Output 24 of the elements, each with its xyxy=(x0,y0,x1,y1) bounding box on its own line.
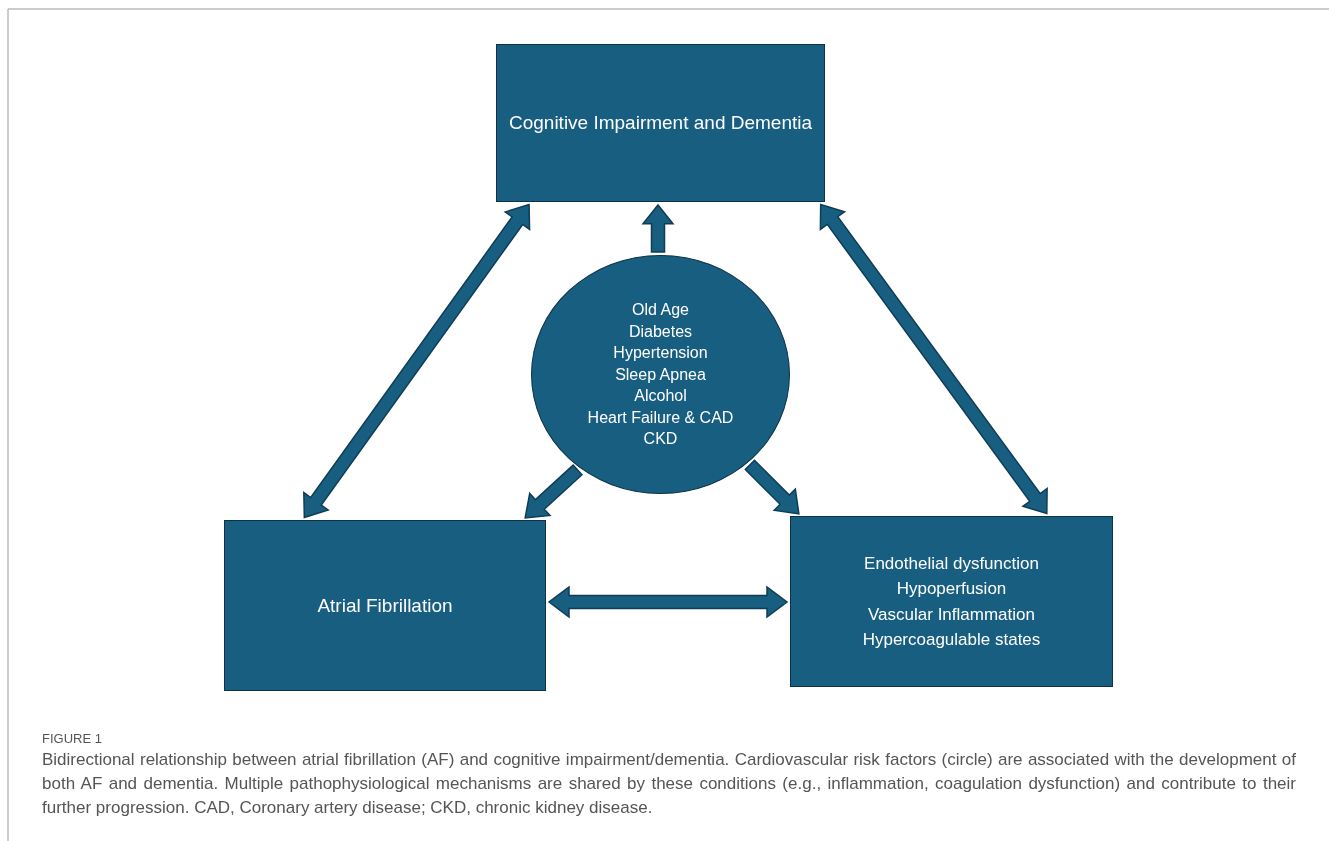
mechanism-box xyxy=(790,516,1113,687)
block-arrow xyxy=(547,585,789,619)
mechanism-text: Endothelial dysfunction xyxy=(864,552,1039,575)
mechanism-text: Hypercoagulable states xyxy=(862,629,1041,651)
mechanism-text: Hypoperfusion xyxy=(896,578,1007,600)
risk-factor-text: CKD xyxy=(643,429,678,450)
block-arrow xyxy=(819,203,1048,515)
figure-caption: Bidirectional relationship between atrial fibrillation (AF) and cognitive impairment/dementia. Cardiovascular risk factors (circle) are associated with the development of both AF and dementia. Multiple pathophysiological mechanisms are shared by these conditions (e.g., inflammation, coagulation dysfunction) and contribute to their further progression. CAD, Coronary artery disease; CKD, chronic kidney disease. xyxy=(42,749,1296,819)
risk-factor-text: Sleep Apnea xyxy=(615,364,706,385)
block-arrow xyxy=(641,203,675,253)
risk-factor-text: Old Age xyxy=(632,299,689,320)
outcome-box xyxy=(496,44,825,202)
risk-factor-text: Alcohol xyxy=(634,386,687,407)
condition-box xyxy=(224,520,546,691)
box-title: Cognitive Impairment and Dementia xyxy=(508,111,813,136)
risk-factor-text: Hypertension xyxy=(613,343,708,364)
block-arrow xyxy=(524,464,583,519)
block-arrow xyxy=(744,459,800,515)
figure-label: FIGURE 1 xyxy=(42,731,102,746)
mechanism-text: Vascular Inflammation xyxy=(868,603,1035,626)
risk-factor-text: Heart Failure & CAD xyxy=(587,407,734,428)
risk-factor-text: Diabetes xyxy=(628,321,693,342)
block-arrow xyxy=(303,203,531,519)
box-title: Atrial Fibrillation xyxy=(317,593,453,618)
